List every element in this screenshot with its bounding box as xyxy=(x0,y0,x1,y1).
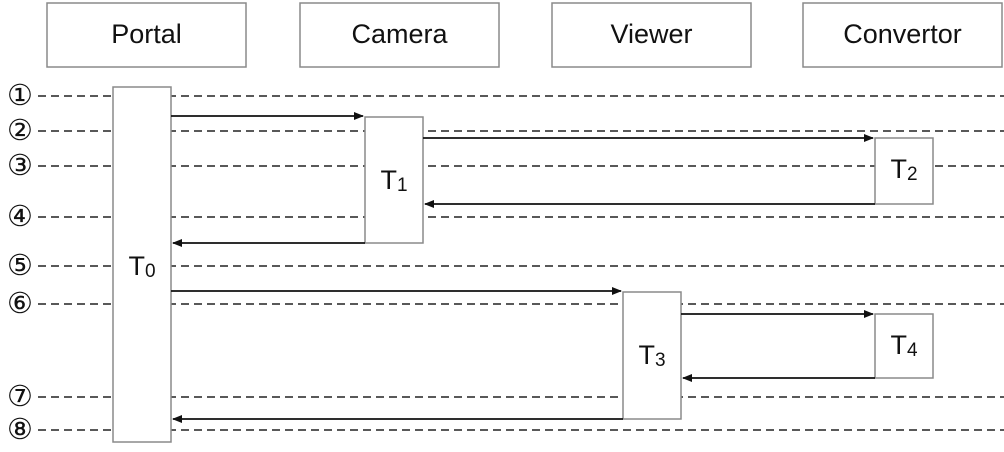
header-viewer-label: Viewer xyxy=(610,19,692,49)
task-t3: T3 xyxy=(622,291,682,420)
header-viewer: Viewer xyxy=(551,2,752,68)
step-marker-2: ② xyxy=(7,113,33,147)
task-t1: T1 xyxy=(364,116,424,244)
task-t4-label: T4 xyxy=(890,330,918,361)
task-t4: T4 xyxy=(874,313,934,379)
task-t2-label: T2 xyxy=(890,154,917,185)
task-t2: T2 xyxy=(874,137,934,205)
step-marker-6: ⑥ xyxy=(7,286,33,320)
step-marker-5: ⑤ xyxy=(7,248,33,282)
header-portal: Portal xyxy=(46,2,247,68)
task-t0-label: T0 xyxy=(128,251,155,282)
step-marker-1: ① xyxy=(7,78,33,112)
header-portal-label: Portal xyxy=(111,19,182,49)
step-marker-7: ⑦ xyxy=(7,379,33,413)
task-t1-label: T1 xyxy=(380,165,407,196)
header-camera-label: Camera xyxy=(351,19,448,49)
task-t3-label: T3 xyxy=(638,340,665,371)
header-camera: Camera xyxy=(299,2,500,68)
step-marker-3: ③ xyxy=(7,148,33,182)
step-marker-8: ⑧ xyxy=(7,412,33,446)
step-marker-4: ④ xyxy=(7,199,33,233)
task-t0: T0 xyxy=(112,86,172,443)
header-convertor: Convertor xyxy=(802,2,1003,68)
header-convertor-label: Convertor xyxy=(843,19,962,49)
